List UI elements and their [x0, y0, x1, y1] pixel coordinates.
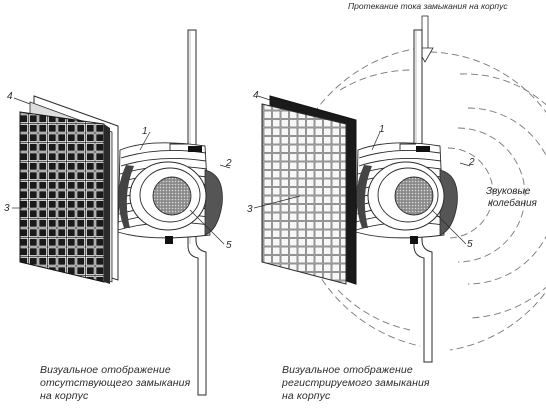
- left-terminal-bottom: [165, 236, 173, 244]
- right-core: [394, 176, 434, 216]
- left-conductor-rod: [187, 29, 207, 396]
- right-housing-shadow: [356, 165, 372, 228]
- left-terminal-top: [188, 146, 202, 152]
- left-core: [152, 176, 192, 216]
- right-caption-line1: Визуальное отображение: [282, 364, 413, 376]
- right-leaders: [253, 95, 471, 245]
- right-terminal-bottom: [410, 236, 418, 244]
- left-label-core: 5: [226, 240, 232, 251]
- right-label-panel: 3: [247, 204, 253, 215]
- left-core-housing: [129, 161, 207, 231]
- left-leaders: [12, 97, 231, 245]
- left-assembly: 4 1 2 3 5 Визуальное отображение отсутст…: [4, 29, 232, 402]
- right-terminal-top: [416, 146, 430, 152]
- right-conductor-rod: [413, 29, 433, 363]
- right-pad: [439, 169, 458, 236]
- right-grid-panel: [261, 103, 347, 285]
- sound-wave-arcs: [315, 47, 546, 351]
- left-label-panel: 3: [4, 203, 10, 214]
- left-pad: [204, 169, 223, 236]
- left-panel-edge: [104, 124, 110, 284]
- left-label-coil: 1: [142, 126, 148, 137]
- sound-annotation-line1: Звуковые: [486, 186, 531, 197]
- left-label-frame: 4: [7, 91, 13, 102]
- left-caption-line3: на корпус: [40, 390, 89, 402]
- right-label-core: 5: [467, 239, 473, 250]
- right-lead-top: [399, 143, 416, 150]
- left-lead-top: [169, 143, 188, 150]
- left-grid-panel: [19, 111, 105, 283]
- right-label-coil: 1: [379, 124, 385, 135]
- right-assembly: Протекание тока замыкания на корпус: [247, 1, 546, 402]
- left-label-pad: 2: [225, 158, 232, 169]
- right-core-housing: [367, 161, 445, 231]
- sound-annotation-line2: колебания: [488, 197, 538, 209]
- right-label-frame: 4: [253, 90, 259, 101]
- right-label-pad: 2: [468, 157, 475, 168]
- current-annotation: Протекание тока замыкания на корпус: [348, 1, 508, 11]
- left-housing-shadow: [118, 165, 134, 228]
- left-caption-line2: отсутствующего замыкания: [40, 377, 191, 389]
- right-caption-line3: на корпус: [282, 390, 331, 402]
- right-caption-line2: регистрируемого замыкания: [281, 377, 430, 389]
- left-caption-line1: Визуальное отображение: [40, 364, 171, 376]
